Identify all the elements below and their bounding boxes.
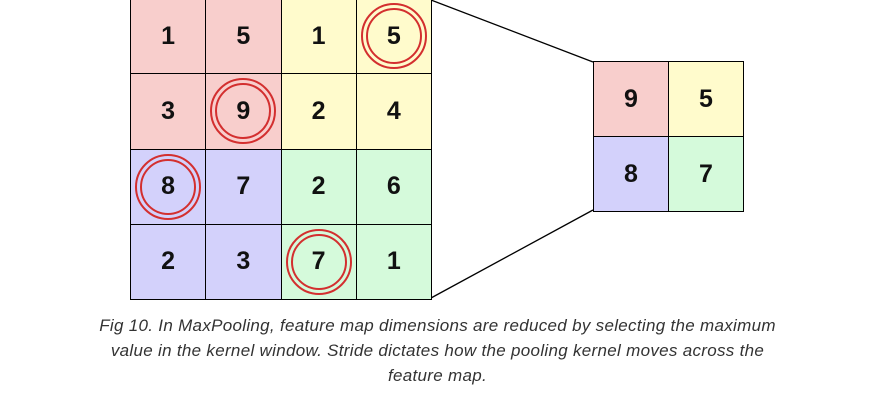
input-cell-value: 1 (311, 21, 326, 50)
input-cell-value: 3 (161, 96, 176, 125)
output-cell-r2-c2: 7 (669, 137, 743, 211)
output-cell-value: 8 (624, 159, 638, 188)
max-value-circle (135, 153, 202, 220)
input-cell-value: 1 (161, 21, 176, 50)
figure-caption: Fig 10. In MaxPooling, feature map dimen… (0, 313, 875, 388)
input-cell-r3-c1: 8 (131, 149, 206, 224)
input-cell-r2-c3: 2 (281, 74, 356, 149)
input-cell-r1-c3: 1 (281, 0, 356, 74)
input-cell-r1-c2: 5 (206, 0, 281, 74)
output-cell-value: 9 (624, 84, 638, 113)
input-cell-r2-c2: 9 (206, 74, 281, 149)
maxpooling-figure: 1 5 1 5 3 9 2 4 8 7 2 6 2 3 7 1 9 5 8 7 (130, 0, 744, 300)
input-cell-r1-c1: 1 (131, 0, 206, 74)
input-cell-r4-c2: 3 (206, 224, 281, 299)
output-cell-r1-c2: 5 (669, 62, 743, 136)
input-feature-map: 1 5 1 5 3 9 2 4 8 7 2 6 2 3 7 1 (130, 0, 432, 300)
input-cell-value: 4 (386, 96, 401, 125)
output-cell-r2-c1: 8 (594, 137, 668, 211)
output-cell-value: 5 (699, 84, 713, 113)
projection-line-bottom (430, 209, 594, 299)
input-cell-r1-c4: 5 (356, 0, 431, 74)
input-cell-value: 8 (161, 172, 176, 201)
projection-line-top (430, 0, 594, 63)
input-cell-value: 6 (386, 172, 401, 201)
caption-line-2: value in the kernel window. Stride dicta… (110, 341, 765, 360)
max-value-circle (285, 228, 352, 295)
max-value-circle (360, 3, 427, 70)
input-cell-value: 3 (236, 247, 251, 276)
input-cell-r4-c4: 1 (356, 224, 431, 299)
input-cell-value: 2 (161, 247, 176, 276)
input-cell-r2-c4: 4 (356, 74, 431, 149)
input-cell-value: 7 (311, 247, 326, 276)
input-cell-value: 5 (236, 21, 251, 50)
input-cell-value: 7 (236, 172, 251, 201)
output-cell-value: 7 (699, 159, 713, 188)
input-cell-value: 9 (236, 96, 251, 125)
output-cell-r1-c1: 9 (594, 62, 668, 136)
input-cell-value: 2 (311, 172, 326, 201)
input-cell-r3-c3: 2 (281, 149, 356, 224)
input-cell-value: 5 (386, 21, 401, 50)
caption-line-3: feature map. (387, 366, 488, 385)
max-value-circle (210, 78, 277, 145)
input-cell-r3-c4: 6 (356, 149, 431, 224)
input-cell-value: 1 (386, 247, 401, 276)
caption-line-1: Fig 10. In MaxPooling, feature map dimen… (99, 316, 776, 335)
input-cell-value: 2 (311, 96, 326, 125)
input-cell-r2-c1: 3 (131, 74, 206, 149)
input-cell-r4-c1: 2 (131, 224, 206, 299)
input-cell-r4-c3: 7 (281, 224, 356, 299)
pooled-output-map: 9 5 8 7 (593, 61, 744, 212)
input-cell-r3-c2: 7 (206, 149, 281, 224)
